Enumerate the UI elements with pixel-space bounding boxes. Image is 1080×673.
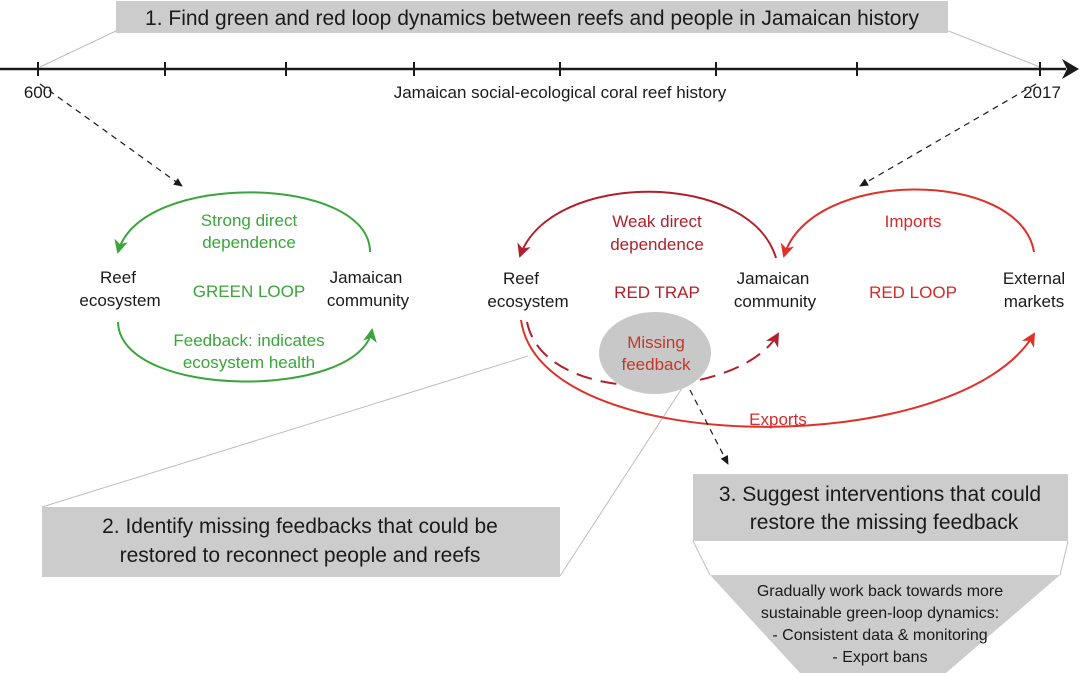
timeline-start-label: 600 xyxy=(24,83,52,102)
pointer-to-step3 xyxy=(689,389,729,465)
red-reef-label-1: Reef xyxy=(503,269,539,288)
interventions-funnel xyxy=(710,575,1060,673)
external-markets-label-1: External xyxy=(1003,269,1065,288)
green-top-label-2: dependence xyxy=(202,233,296,252)
red-community-label-2: community xyxy=(734,292,817,311)
missing-feedback-label-1: Missing xyxy=(627,333,685,352)
exports-label: Exports xyxy=(749,410,807,429)
pointer-to-red-loop xyxy=(859,83,1037,187)
missing-feedback-bubble xyxy=(599,312,711,394)
timeline-caption: Jamaican social-ecological coral reef hi… xyxy=(394,83,727,102)
interventions-text-1: Gradually work back towards more xyxy=(757,583,1003,600)
green-bottom-label-2: ecosystem health xyxy=(183,353,315,372)
missing-feedback-dashed-arrow xyxy=(526,321,780,387)
pointer-to-green-loop xyxy=(39,83,183,187)
red-trap-label: RED TRAP xyxy=(614,283,700,302)
step2-leader-right xyxy=(559,381,687,577)
step1-title: 1. Find green and red loop dynamics betw… xyxy=(145,7,919,30)
timeline-arrowhead xyxy=(1062,59,1079,79)
interventions-text-2: sustainable green-loop dynamics: xyxy=(761,605,999,622)
red-exports-arrow xyxy=(520,319,1036,428)
green-top-arrow xyxy=(114,191,371,254)
imports-label: Imports xyxy=(885,212,942,231)
step3-text-1: 3. Suggest interventions that could xyxy=(719,483,1041,506)
step1-leader-left xyxy=(39,29,119,68)
funnel-side-right xyxy=(1059,540,1069,576)
green-bottom-label-1: Feedback: indicates xyxy=(173,331,324,350)
step2-text-2: restored to reconnect people and reefs xyxy=(120,544,481,567)
weak-dependence-label-1: Weak direct xyxy=(612,212,702,231)
step2-box xyxy=(42,507,560,577)
interventions-text-3: - Consistent data & monitoring xyxy=(772,627,987,644)
green-reef-label-2: ecosystem xyxy=(79,291,160,310)
green-community-label-2: community xyxy=(327,291,410,310)
timeline-end-label: 2017 xyxy=(1023,83,1061,102)
interventions-text-4: - Export bans xyxy=(832,649,927,666)
red-loop-label: RED LOOP xyxy=(869,283,957,302)
green-reef-label-1: Reef xyxy=(100,268,136,287)
external-markets-label-2: markets xyxy=(1004,292,1064,311)
step1-leader-right xyxy=(945,29,1041,68)
green-loop-label: GREEN LOOP xyxy=(193,282,305,301)
funnel-side-left xyxy=(692,540,711,576)
red-imports-arrow xyxy=(780,188,1035,258)
step3-text-2: restore the missing feedback xyxy=(750,511,1019,534)
red-reef-label-2: ecosystem xyxy=(487,292,568,311)
green-bottom-arrow xyxy=(117,321,377,383)
step2-leader-left xyxy=(41,355,529,508)
missing-feedback-label-2: feedback xyxy=(622,355,691,374)
step3-box xyxy=(693,474,1068,541)
step2-text-1: 2. Identify missing feedbacks that could… xyxy=(102,515,498,538)
step1-box xyxy=(116,1,948,33)
green-top-label-1: Strong direct xyxy=(201,211,298,230)
green-community-label-1: Jamaican xyxy=(330,268,403,287)
red-weak-dependence-arrow xyxy=(517,190,777,259)
weak-dependence-label-2: dependence xyxy=(610,235,704,254)
red-community-label-1: Jamaican xyxy=(737,269,810,288)
timeline-ticks xyxy=(37,62,1041,76)
